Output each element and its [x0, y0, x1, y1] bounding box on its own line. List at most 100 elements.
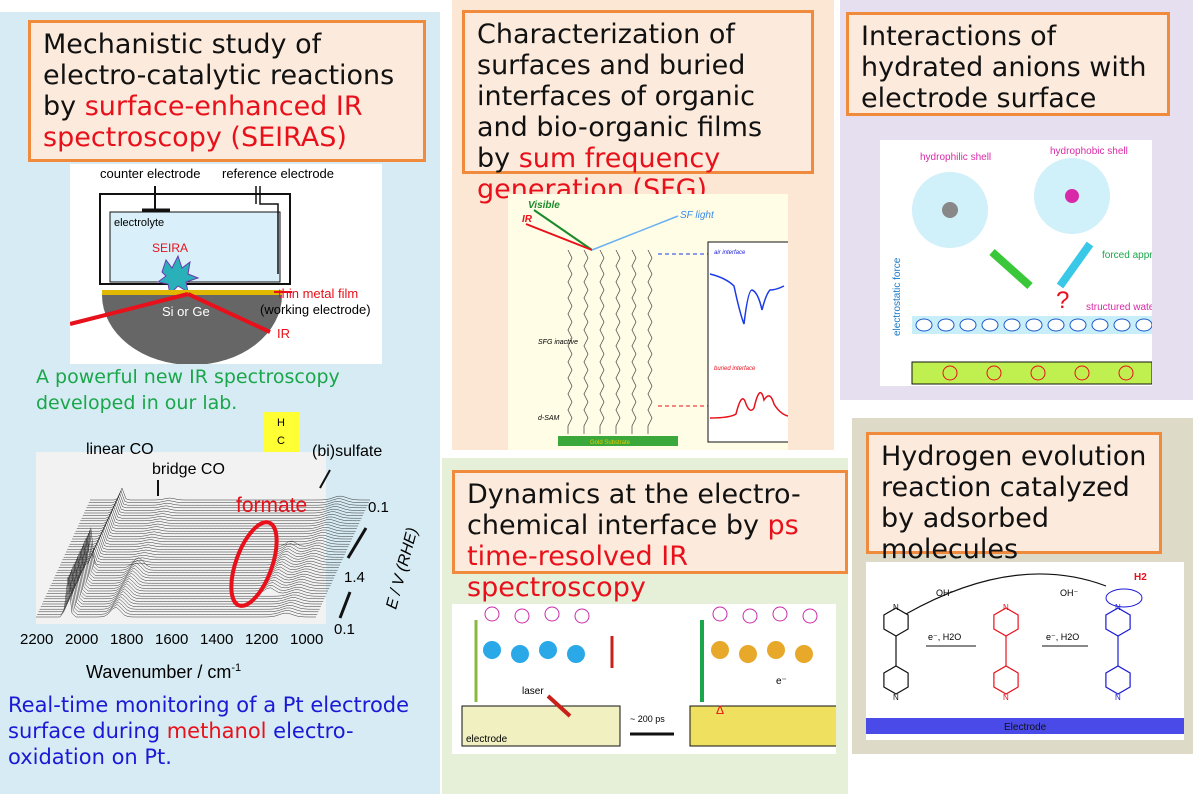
thin-film-label: thin metal film	[278, 286, 358, 301]
seira-label: SEIRA	[152, 241, 188, 255]
structured-water-molecules	[915, 318, 1153, 332]
step1-label: e⁻, H2O	[928, 632, 961, 642]
delta-label: Δ	[716, 703, 724, 717]
water-molecule	[915, 318, 933, 332]
linear-co-label: linear CO	[86, 441, 154, 458]
spectrum-tick-label: 1000	[290, 631, 323, 648]
her-electrode	[866, 718, 1184, 734]
working-electrode-label: (working electrode)	[260, 302, 371, 317]
waterfall-trace	[44, 558, 325, 600]
hydrophilic-ion	[942, 202, 958, 218]
waterfall-trace	[64, 541, 345, 555]
waterfall-trace	[37, 574, 318, 615]
anion	[567, 645, 585, 663]
waterfall-trace	[80, 508, 361, 522]
prism-hemisphere	[102, 295, 282, 365]
waterfall-trace	[58, 527, 339, 568]
bisulfate-arrow	[319, 469, 331, 489]
water-molecule	[1069, 318, 1087, 332]
negative-charge	[1118, 365, 1134, 381]
her-title: Hydrogen evolution reaction catalyzed by…	[866, 432, 1162, 565]
sam-chain	[631, 249, 637, 434]
sfg-spectrum-frame	[707, 241, 791, 443]
seiras-title: Mechanistic study of electro-catalytic r…	[28, 20, 426, 162]
dynamics-title: Dynamics at the electro-chemical interfa…	[452, 470, 848, 603]
nitrogen-label: N	[1003, 603, 1009, 612]
nitrogen-label: N	[1003, 693, 1009, 702]
formate-h: H	[277, 417, 285, 429]
waterfall-trace	[85, 497, 366, 511]
waterfall-trace	[62, 547, 343, 561]
sam-chain	[647, 249, 653, 434]
anion	[511, 645, 529, 663]
cation	[712, 606, 728, 622]
electrolyte-label: electrolyte	[114, 217, 164, 229]
waterfall-trace	[84, 500, 365, 514]
buried-interface-label: buried interface	[714, 366, 756, 372]
nitrogen-label: N	[1115, 603, 1121, 612]
waterfall-trace	[45, 556, 326, 597]
waterfall-trace	[43, 561, 324, 602]
seiras-title-highlight: surface-enhanced IR spectroscopy (SEIRAS…	[43, 91, 363, 153]
seira-star	[156, 254, 200, 296]
bisulfate-label: (bi)sulfate	[312, 443, 382, 460]
structured-water-label: structured water	[1086, 302, 1152, 313]
oh-label-1: OH⁻	[936, 588, 955, 598]
waterfall-trace	[75, 518, 356, 532]
step2-label: e⁻, H2O	[1046, 632, 1079, 642]
cation	[742, 608, 758, 624]
waterfall-trace	[56, 532, 337, 574]
electrostatic-force-label: electrostatic force	[892, 257, 903, 336]
water-molecule	[981, 318, 999, 332]
electrolyte-region	[109, 211, 281, 283]
prism-label: Si or Ge	[162, 304, 210, 319]
waterfall-trace	[72, 526, 353, 540]
pyridine-ring	[1105, 665, 1131, 695]
hydrophobic-label: hydrophobic shell	[1050, 146, 1128, 157]
air-interface-label: air interface	[714, 250, 746, 256]
anion	[739, 645, 757, 663]
water-molecule	[1003, 318, 1021, 332]
hydrophobic-ion	[1065, 189, 1079, 203]
electrode-charges	[942, 365, 1134, 381]
formate-label: formate	[236, 494, 307, 517]
sam-chain	[583, 249, 589, 434]
waterfall-trace	[78, 513, 359, 527]
anion	[711, 641, 729, 659]
sfg-figure: Visible IR SF light SFG inactive d-SAM G…	[508, 194, 791, 458]
hydrated-electrode	[911, 361, 1153, 385]
sfg-inactive-label: SFG inactive	[538, 339, 578, 346]
waterfall-trace	[68, 534, 349, 548]
water-molecule	[937, 318, 955, 332]
waterfall-trace	[88, 489, 369, 503]
hydrophobic-approach-arrow	[1056, 241, 1094, 289]
waterfall-trace	[67, 536, 348, 550]
potential-axis-label: E / V (RHE)	[383, 526, 421, 611]
nitrogen-label: N	[893, 693, 899, 702]
seiras-blue-caption: Real-time monitoring of a Pt electrode s…	[8, 693, 410, 769]
sf-beam	[591, 215, 679, 251]
waterfall-trace	[81, 505, 362, 519]
waterfall-trace	[73, 523, 354, 537]
cation	[574, 608, 590, 624]
pyridine-ring	[993, 607, 1019, 637]
spectrum-tick-label: 2200	[20, 631, 53, 648]
sf-light-label: SF light	[680, 210, 715, 221]
panel-sfg: Characterization of surfaces and buried …	[452, 0, 834, 458]
pyridine-ring	[1105, 607, 1131, 637]
waterfall-trace	[50, 545, 331, 587]
forced-approach-label: forced approach	[1102, 250, 1152, 261]
electron-label: e⁻	[776, 676, 787, 687]
oh-label-2: OH⁻	[1060, 588, 1079, 598]
h2-release-ellipse	[1105, 588, 1143, 608]
hydrophilic-approach-arrow	[989, 249, 1033, 289]
spectrum-tick-label: 1400	[200, 631, 233, 648]
negative-charge	[942, 365, 958, 381]
reference-electrode-tube	[255, 186, 279, 274]
waterfall-trace	[63, 544, 344, 558]
cation	[544, 606, 560, 622]
ir-beam	[525, 223, 593, 251]
waterfall-trace	[76, 515, 357, 529]
ir-label: IR	[277, 326, 290, 341]
